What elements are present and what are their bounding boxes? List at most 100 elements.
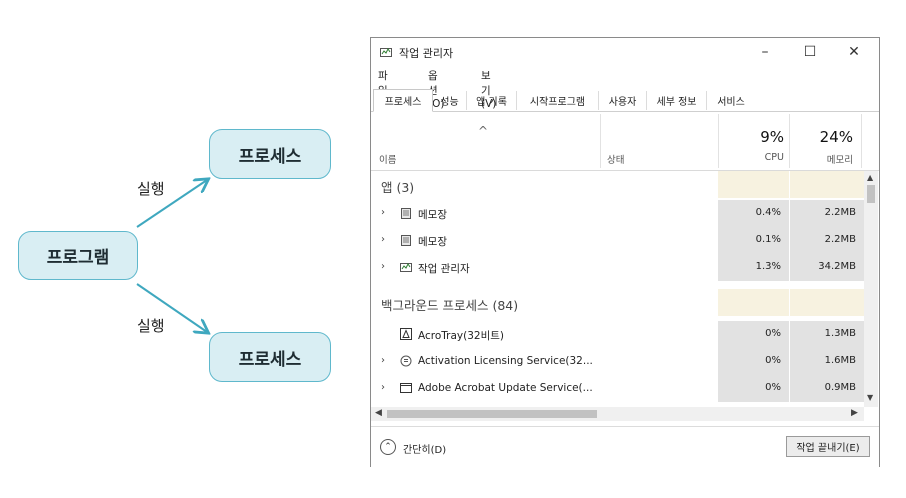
cpu-value: 0% xyxy=(765,355,781,366)
scroll-right-icon[interactable]: ▶ xyxy=(851,408,858,418)
minimize-button[interactable]: – xyxy=(761,44,769,60)
cpu-value: 0.1% xyxy=(755,234,781,245)
memory-value: 1.3MB xyxy=(824,328,856,339)
notepad-icon xyxy=(401,208,411,219)
column-divider xyxy=(789,114,790,168)
vertical-scrollbar[interactable]: ▲ ▼ xyxy=(864,171,878,407)
fewer-details-link[interactable]: 간단히(D) xyxy=(403,445,447,456)
expand-chevron-icon[interactable]: › xyxy=(381,382,385,393)
memory-cell: 34.2MB xyxy=(790,254,864,281)
tab-bar: 프로세스 성능 앱 기록 시작프로그램 사용자 세부 정보 서비스 xyxy=(371,89,879,112)
process-name: Activation Licensing Service(32... xyxy=(418,355,593,367)
memory-value: 34.2MB xyxy=(818,261,856,272)
column-divider xyxy=(718,114,719,168)
horizontal-scrollbar[interactable]: ◀ ▶ xyxy=(371,407,864,421)
tab-startup[interactable]: 시작프로그램 xyxy=(517,91,599,110)
group-header-apps[interactable]: 앱 (3) xyxy=(371,171,864,198)
column-header: ^ 이름 상태 9% CPU 24% 메모리 xyxy=(371,112,879,171)
table-row[interactable]: › Adobe Acrobat Update Service(... 0% 0.… xyxy=(371,375,864,402)
column-name[interactable]: 이름 xyxy=(379,155,397,166)
menu-view[interactable]: 보기(V) xyxy=(481,70,497,110)
expand-chevron-icon[interactable]: › xyxy=(381,234,385,245)
process-name: 메모장 xyxy=(418,209,447,221)
cpu-value: 0% xyxy=(765,382,781,393)
notepad-icon xyxy=(401,235,411,246)
footer: ⌃ 간단히(D) 작업 끝내기(E) xyxy=(371,426,879,467)
memory-cell xyxy=(790,289,864,316)
program-node: 프로그램 xyxy=(18,231,138,280)
arrow-to-bottom-process xyxy=(136,283,207,332)
expand-chevron-icon[interactable]: › xyxy=(381,261,385,272)
tab-users[interactable]: 사용자 xyxy=(599,91,647,110)
group-title: 백그라운드 프로세스 (84) xyxy=(381,298,519,313)
memory-total-percent[interactable]: 24% xyxy=(819,128,853,146)
process-node-bottom: 프로세스 xyxy=(209,332,331,382)
arrow-to-top-process xyxy=(136,180,207,228)
table-row[interactable]: › 메모장 0.4% 2.2MB xyxy=(371,200,864,227)
window-title: 작업 관리자 xyxy=(399,47,454,60)
tab-performance[interactable]: 성능 xyxy=(433,91,467,110)
memory-cell: 1.3MB xyxy=(790,321,864,348)
cpu-value: 1.3% xyxy=(755,261,781,272)
expand-chevron-icon[interactable]: › xyxy=(381,207,385,218)
column-memory[interactable]: 메모리 xyxy=(826,155,853,166)
table-row[interactable]: › Activation Licensing Service(32... 0% … xyxy=(371,348,864,375)
tab-app-history[interactable]: 앱 기록 xyxy=(467,91,517,110)
column-divider xyxy=(861,114,862,168)
process-name: Adobe Acrobat Update Service(... xyxy=(418,382,593,394)
horizontal-scroll-thumb[interactable] xyxy=(387,410,597,418)
memory-value: 1.6MB xyxy=(824,355,856,366)
diagram-arrows xyxy=(136,0,370,498)
group-header-background[interactable]: 백그라운드 프로세스 (84) xyxy=(371,289,864,316)
scroll-down-icon[interactable]: ▼ xyxy=(867,393,874,402)
expand-chevron-icon[interactable]: › xyxy=(381,355,385,366)
column-status[interactable]: 상태 xyxy=(607,155,625,166)
memory-cell xyxy=(790,171,864,198)
window-icon xyxy=(400,383,412,393)
scroll-left-icon[interactable]: ◀ xyxy=(375,408,382,418)
table-row[interactable]: AcroTray(32비트) 0% 1.3MB xyxy=(371,321,864,348)
group-title: 앱 (3) xyxy=(381,180,415,195)
memory-value: 2.2MB xyxy=(824,234,856,245)
task-manager-window: 작업 관리자 – ☐ ✕ 파일(F) 옵션(O) 보기(V) 프로세스 성능 앱… xyxy=(370,37,880,467)
process-list: 앱 (3) › 메모장 0.4% 2.2MB › 메모장 0.1% 2.2MB … xyxy=(371,171,864,407)
table-row[interactable]: › 작업 관리자 1.3% 34.2MB xyxy=(371,254,864,281)
process-name: AcroTray(32비트) xyxy=(418,330,504,342)
maximize-button[interactable]: ☐ xyxy=(803,44,817,60)
column-cpu[interactable]: CPU xyxy=(764,152,784,163)
process-node-top: 프로세스 xyxy=(209,129,331,179)
chevron-up-circle-icon[interactable]: ⌃ xyxy=(380,439,396,455)
cpu-total-percent[interactable]: 9% xyxy=(760,128,784,146)
task-manager-icon xyxy=(400,263,412,272)
cpu-cell: 0% xyxy=(718,321,790,348)
run-label-top: 실행 xyxy=(137,180,165,198)
tab-services[interactable]: 서비스 xyxy=(717,97,745,108)
cpu-cell xyxy=(718,289,790,316)
cpu-cell: 0.1% xyxy=(718,227,790,254)
scroll-up-icon[interactable]: ▲ xyxy=(867,173,874,182)
task-manager-icon xyxy=(380,48,392,57)
service-icon xyxy=(400,355,412,367)
cpu-cell: 1.3% xyxy=(718,254,790,281)
cpu-cell: 0% xyxy=(718,375,790,402)
title-bar: 작업 관리자 – ☐ ✕ xyxy=(371,38,879,66)
cpu-cell xyxy=(718,171,790,198)
acrotray-icon xyxy=(400,328,412,340)
cpu-value: 0.4% xyxy=(755,207,781,218)
process-name: 작업 관리자 xyxy=(418,263,470,275)
memory-value: 2.2MB xyxy=(824,207,856,218)
tab-processes[interactable]: 프로세스 xyxy=(373,89,433,112)
table-row[interactable]: › 메모장 0.1% 2.2MB xyxy=(371,227,864,254)
memory-value: 0.9MB xyxy=(824,382,856,393)
run-label-bottom: 실행 xyxy=(137,317,165,335)
sort-caret-icon: ^ xyxy=(478,124,489,138)
close-button[interactable]: ✕ xyxy=(848,44,860,60)
memory-cell: 1.6MB xyxy=(790,348,864,375)
memory-cell: 2.2MB xyxy=(790,200,864,227)
column-divider xyxy=(600,114,601,168)
tab-details[interactable]: 세부 정보 xyxy=(647,91,707,110)
end-task-button[interactable]: 작업 끝내기(E) xyxy=(786,436,870,457)
vertical-scroll-thumb[interactable] xyxy=(867,185,875,203)
process-name: 메모장 xyxy=(418,236,447,248)
memory-cell: 2.2MB xyxy=(790,227,864,254)
